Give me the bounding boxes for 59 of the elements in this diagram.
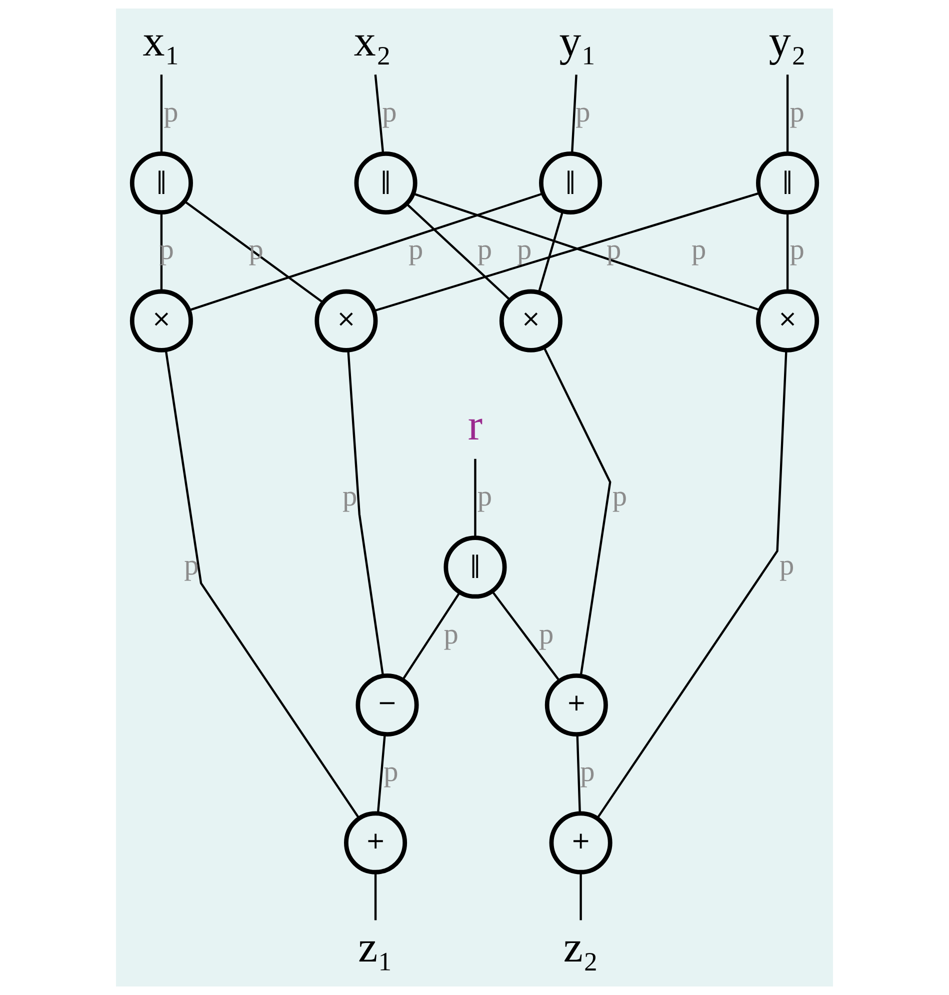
connector <box>580 872 582 920</box>
edge-label: p <box>517 234 532 266</box>
edge-label: p <box>444 618 458 650</box>
edge-label: p <box>612 480 627 513</box>
edge-label: p <box>477 480 492 513</box>
edge-label: p <box>408 234 424 266</box>
connector <box>406 202 511 301</box>
connector <box>538 211 564 293</box>
node-circle: × <box>756 289 820 352</box>
edge-label: p <box>384 756 398 788</box>
node-text: r <box>468 400 483 450</box>
node-circle: ‖ <box>354 151 418 215</box>
node-circle: × <box>499 289 562 352</box>
edge-label: p <box>692 234 706 266</box>
edge-label: p <box>342 480 358 513</box>
node-text: z₂ <box>563 922 598 972</box>
edge-label: p <box>382 96 397 128</box>
edge-label: p <box>164 96 178 128</box>
connector <box>543 346 612 676</box>
node-text: x₂ <box>354 16 392 66</box>
node-circle: + <box>544 673 608 736</box>
connector <box>786 74 789 154</box>
node-text: z₁ <box>358 922 393 972</box>
node-circle: + <box>549 811 612 874</box>
connector <box>164 350 360 819</box>
node-text: y₂ <box>768 16 806 66</box>
edge-label: p <box>184 549 199 582</box>
edge-label: p <box>790 234 804 266</box>
node-circle: × <box>314 289 378 352</box>
connector <box>189 192 544 312</box>
node-circle: + <box>344 811 408 874</box>
connector <box>596 350 788 820</box>
node-circle: ‖ <box>444 536 507 599</box>
edge-label: p <box>477 234 492 266</box>
edge-label: p <box>539 618 554 650</box>
edge-label: p <box>790 96 804 128</box>
node-circle: − <box>356 673 419 736</box>
edge-label: p <box>606 234 622 266</box>
edge-label: p <box>576 96 590 128</box>
connector <box>576 734 581 814</box>
connector <box>492 590 560 682</box>
connector <box>374 872 377 920</box>
edge-label: p <box>779 549 794 582</box>
connector <box>160 74 163 154</box>
connector <box>347 350 384 676</box>
edge-label: p <box>580 756 595 788</box>
connector <box>474 458 476 538</box>
node-circle: ‖ <box>130 151 193 215</box>
connector <box>786 212 789 292</box>
connector <box>402 592 460 680</box>
node-text: y₁ <box>559 16 597 66</box>
connector <box>374 74 384 154</box>
node-circle: × <box>130 289 193 352</box>
node-circle: ‖ <box>539 151 602 215</box>
node-circle: ‖ <box>756 151 820 215</box>
connector <box>184 200 324 304</box>
connector <box>376 734 386 814</box>
node-text: x₁ <box>142 16 180 66</box>
connector <box>570 74 578 154</box>
